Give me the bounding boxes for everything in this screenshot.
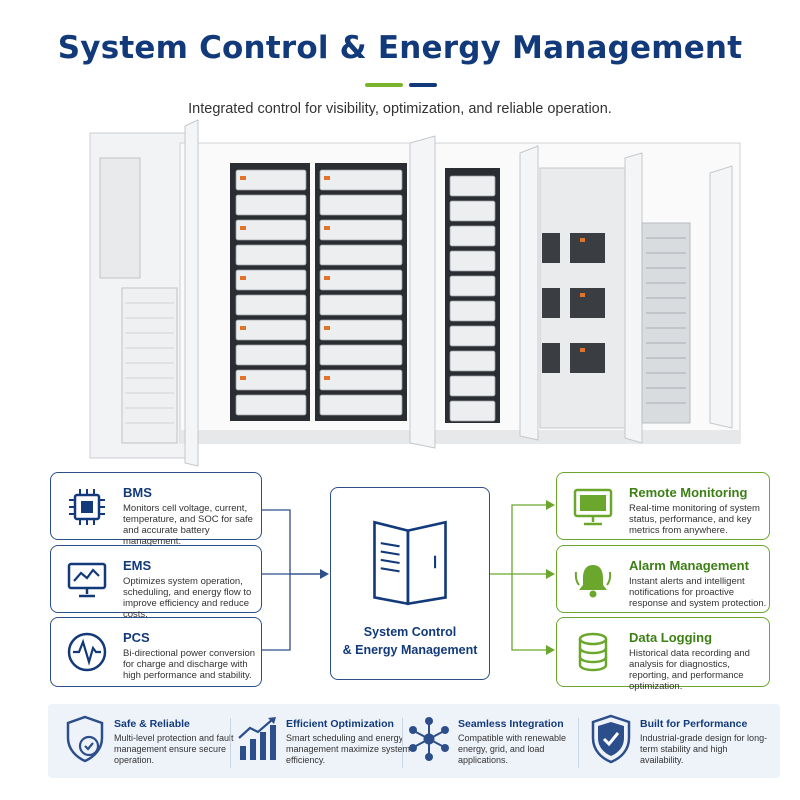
pcs-description: Bi-directional power conversion for char…: [123, 648, 256, 681]
data-logging-description: Historical data recording and analysis f…: [629, 648, 750, 692]
feature-safe-reliable-description: Multi-level protection and fault managem…: [114, 733, 234, 765]
feature-band: Safe & Reliable Multi-level protection a…: [48, 704, 780, 778]
ems-description: Optimizes system operation, scheduling, …: [123, 576, 252, 620]
database-icon: [578, 632, 608, 672]
network-hub-icon: [409, 717, 449, 761]
energy-management-title: & Energy Management: [342, 643, 478, 657]
feature-seamless-integration-title: Seamless Integration: [458, 718, 564, 730]
cabinet-icon: [373, 520, 447, 606]
chip-icon: [69, 489, 105, 525]
desktop-monitor-icon: [573, 488, 613, 526]
page-subtitle: Integrated control for visibility, optim…: [188, 101, 612, 117]
bms-description: Monitors cell voltage, current, temperat…: [123, 503, 253, 547]
shield-check-icon: [66, 715, 104, 763]
feature-efficient-optimization-title: Efficient Optimization: [286, 718, 394, 730]
alarm-management-title: Alarm Management: [629, 558, 749, 573]
title-underline-navy: [409, 83, 437, 87]
remote-monitoring-title: Remote Monitoring: [629, 485, 748, 500]
feature-divider: [402, 718, 403, 768]
bar-growth-icon: [238, 717, 276, 760]
feature-safe-reliable: Safe & Reliable Multi-level protection a…: [62, 704, 234, 778]
feature-built-for-performance-title: Built for Performance: [640, 718, 748, 730]
waveform-icon: [67, 632, 107, 672]
shield-check-icon: [591, 714, 631, 764]
feature-built-for-performance: Built for Performance Industrial-grade d…: [588, 704, 768, 778]
monitor-chart-icon: [67, 562, 107, 598]
ems-title: EMS: [123, 558, 152, 573]
feature-efficient-optimization-description: Smart scheduling and energy management m…: [286, 733, 411, 765]
system-control-card: System Control & Energy Management: [330, 487, 490, 680]
data-logging-title: Data Logging: [629, 630, 713, 645]
ems-card: EMS Optimizes system operation, scheduli…: [50, 545, 262, 620]
feature-built-for-performance-description: Industrial-grade design for long-term st…: [640, 733, 768, 765]
feature-efficient-optimization: Efficient Optimization Smart scheduling …: [234, 704, 410, 778]
pcs-card: PCS Bi-directional power conversion for …: [50, 617, 262, 687]
feature-divider: [230, 718, 231, 768]
remote-monitoring-description: Real-time monitoring of system status, p…: [629, 503, 760, 536]
battery-container-illustration: [89, 119, 741, 467]
title-underline-green: [365, 83, 403, 87]
feature-seamless-integration: Seamless Integration Compatible with ren…: [406, 704, 584, 778]
bms-title: BMS: [123, 485, 152, 500]
data-logging-card: Data Logging Historical data recording a…: [556, 617, 770, 692]
pcs-title: PCS: [123, 630, 150, 645]
bms-card: BMS Monitors cell voltage, current, temp…: [50, 472, 262, 547]
feature-safe-reliable-title: Safe & Reliable: [114, 718, 190, 730]
system-control-title: System Control: [363, 625, 457, 639]
page-title: System Control & Energy Management: [57, 30, 743, 66]
feature-seamless-integration-description: Compatible with renewable energy, grid, …: [458, 733, 567, 765]
alarm-management-description: Instant alerts and intelligent notificat…: [629, 576, 767, 609]
feature-divider: [578, 718, 579, 768]
alarm-management-card: Alarm Management Instant alerts and inte…: [556, 545, 770, 613]
bell-icon: [574, 565, 612, 598]
remote-monitoring-card: Remote Monitoring Real-time monitoring o…: [556, 472, 770, 540]
